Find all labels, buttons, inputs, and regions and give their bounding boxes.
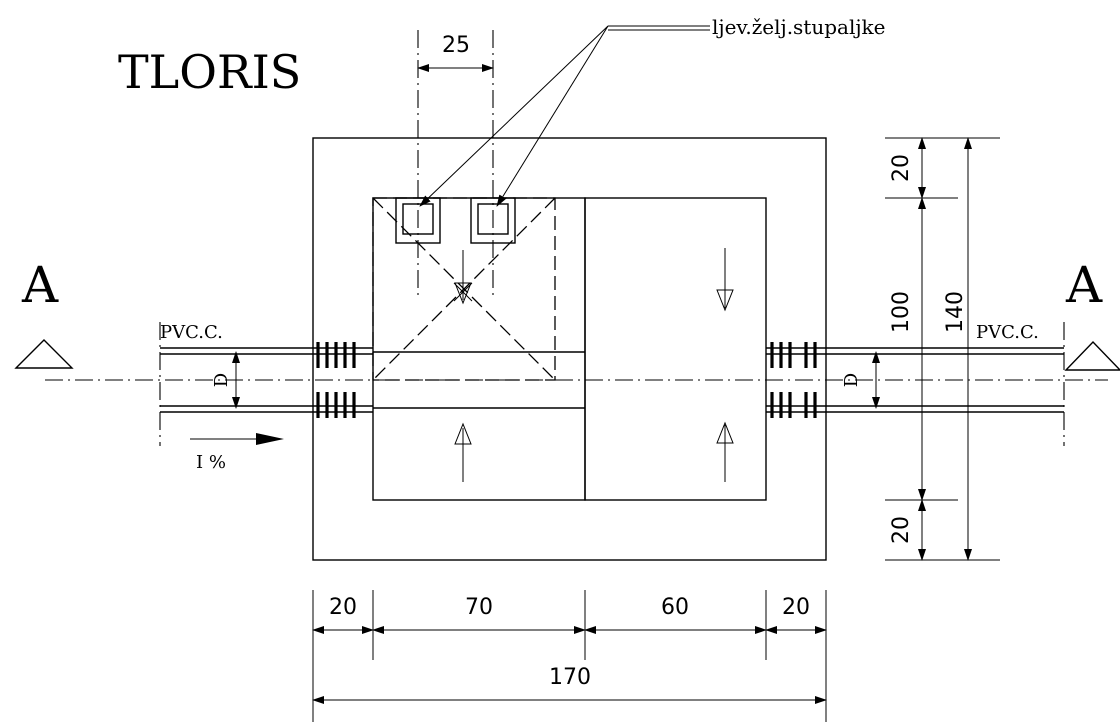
pipe-label-right: PVC.C. [976,322,1039,343]
diameter-dimension-right: D [841,351,880,409]
access-opening [372,197,556,381]
slope-indicator: I % [190,433,284,473]
flow-arrow-down-center [454,250,472,305]
dim-top-width: 25 [442,33,470,58]
dim-bottom-total: 170 [549,665,591,690]
wall-seal-right [770,342,817,418]
dim-bottom-right: 20 [782,595,810,620]
flow-arrow-up-left [454,422,472,482]
dim-bottom-left: 20 [329,595,357,620]
bottom-dimensions: 20 70 60 20 170 [312,590,827,722]
grate-leader: ljev.želj.stupaljke [419,15,886,207]
wall-seal-left [316,342,356,418]
diameter-label-left: D [211,373,232,387]
section-letter-left: A [21,256,59,314]
dim-bottom-mid-left: 70 [465,595,493,620]
inner-chamber-right [584,197,767,501]
section-letter-right: A [1065,256,1103,314]
flow-arrow-up-right [716,421,734,482]
diameter-label-right: D [841,373,862,387]
pipe-label-left: PVC.C. [160,322,223,343]
grate-label: ljev.želj.stupaljke [712,15,886,39]
diameter-dimension-left: D [211,351,240,409]
dim-bottom-mid-right: 60 [661,595,689,620]
section-marker-right: A [1064,256,1120,371]
slope-label: I % [196,452,226,473]
dim-right-bottom: 20 [889,516,914,544]
drawing-title: TLORIS [118,45,301,99]
right-dimensions: 20 100 140 20 [885,137,1000,561]
flow-arrow-down-right [716,248,734,312]
section-marker-left: A [14,256,74,369]
outer-wall [312,137,827,561]
dim-right-middle: 100 [889,291,914,333]
dimension-top-25: 25 [417,33,494,72]
dim-right-top: 20 [889,154,914,182]
dim-right-total: 140 [943,291,968,333]
